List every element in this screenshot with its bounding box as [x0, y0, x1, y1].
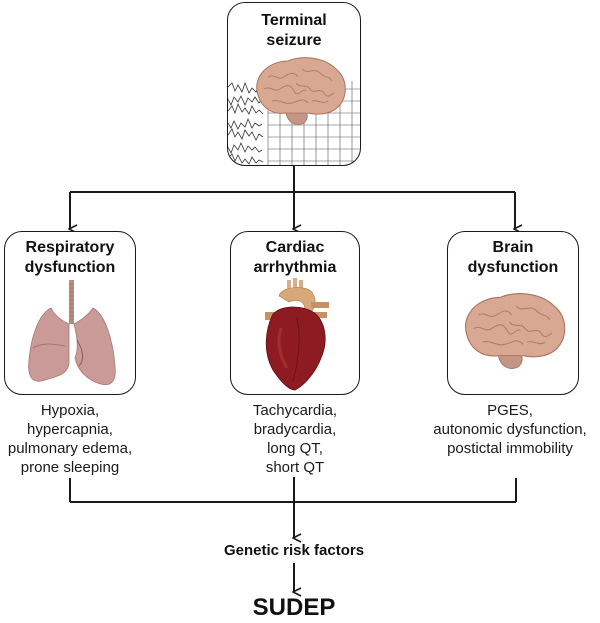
- brain-icon: [256, 57, 346, 125]
- brain-title: Brain dysfunction: [448, 238, 578, 278]
- title-line-1: Cardiac: [265, 239, 325, 256]
- factor-item: postictal immobility: [447, 440, 573, 457]
- terminal-seizure-box: Terminal seizure: [227, 2, 361, 166]
- respiratory-factors: Hypoxia, hypercapnia, pulmonary edema, p…: [0, 401, 140, 477]
- cardiac-arrhythmia-box: Cardiac arrhythmia: [230, 231, 360, 395]
- lungs-icon: [28, 280, 116, 385]
- genetic-risk-factors-label: Genetic risk factors: [223, 542, 365, 559]
- factor-item: Tachycardia,: [252, 402, 338, 419]
- terminal-seizure-title: Terminal seizure: [228, 11, 360, 51]
- heart-icon: [265, 278, 329, 391]
- factor-item: autonomic dysfunction,: [433, 421, 587, 438]
- title-line-2: arrhythmia: [253, 259, 337, 276]
- cardiac-factors: Tachycardia, bradycardia, long QT, short…: [220, 401, 370, 477]
- title-line-1: Terminal: [261, 12, 327, 29]
- factor-item: short QT: [265, 459, 325, 476]
- sudep-label: SUDEP: [252, 594, 336, 621]
- factor-item: pulmonary edema,: [7, 440, 133, 457]
- cardiac-title: Cardiac arrhythmia: [231, 238, 359, 278]
- title-line-2: dysfunction: [24, 259, 116, 276]
- title-line-2: seizure: [266, 32, 322, 49]
- respiratory-title: Respiratory dysfunction: [5, 238, 135, 278]
- brain-factors: PGES, autonomic dysfunction, postictal i…: [420, 401, 600, 458]
- brain-icon: [465, 293, 566, 369]
- respiratory-dysfunction-box: Respiratory dysfunction: [4, 231, 136, 395]
- factor-item: prone sleeping: [20, 459, 120, 476]
- title-line-1: Brain: [492, 239, 534, 256]
- title-line-1: Respiratory: [25, 239, 115, 256]
- factor-item: hypercapnia,: [27, 421, 113, 438]
- factor-item: bradycardia,: [253, 421, 337, 438]
- factor-item: long QT,: [267, 440, 323, 457]
- factor-item: PGES,: [487, 402, 533, 419]
- brain-dysfunction-box: Brain dysfunction: [447, 231, 579, 395]
- title-line-2: dysfunction: [467, 259, 559, 276]
- factor-item: Hypoxia,: [40, 402, 100, 419]
